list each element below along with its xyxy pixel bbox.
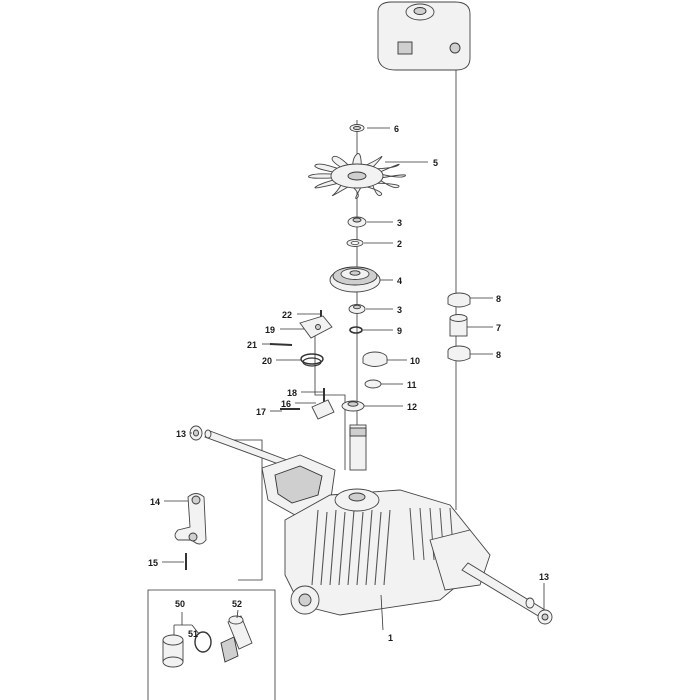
part-52-filter: [220, 615, 253, 663]
input-shaft: [349, 424, 367, 471]
part-51-o-ring: [194, 631, 212, 653]
part-13-seal-right: [537, 609, 553, 625]
callout-8-lower: 8: [496, 350, 501, 360]
fan-blade: [363, 183, 383, 196]
part-13-seal-left: [189, 425, 203, 441]
callout-52: 52: [232, 599, 242, 609]
inset-border: [147, 589, 276, 700]
fan-blade: [308, 173, 334, 179]
part-20-spring: [300, 353, 324, 367]
callout-11: 11: [407, 380, 417, 390]
callout-2: 2: [397, 239, 402, 249]
callout-16: 16: [281, 399, 291, 409]
callout-3-lower: 3: [397, 305, 402, 315]
part-4-pulley: [329, 266, 381, 293]
reservoir-tank: [377, 1, 471, 71]
callout-22: 22: [282, 310, 292, 320]
callout-18: 18: [287, 388, 297, 398]
callout-20: 20: [262, 356, 272, 366]
part-7-bushing: [449, 314, 468, 337]
housing-fin: [409, 507, 415, 561]
part-6-nut: [349, 124, 365, 132]
fan-blade: [363, 156, 383, 169]
fan-blade: [331, 183, 351, 197]
housing-fin: [338, 511, 346, 586]
part-2-washer: [346, 239, 364, 247]
pulley-guide-line: [314, 330, 346, 470]
housing-fin: [374, 511, 382, 586]
part-21-bolt: [269, 343, 293, 346]
part-10-cap: [362, 351, 388, 367]
housing-fin: [365, 509, 373, 586]
callout-10: 10: [410, 356, 420, 366]
fan-blade: [374, 163, 400, 173]
callout-17: 17: [256, 407, 266, 417]
housing-fin: [356, 511, 364, 586]
fan-blade: [374, 179, 400, 189]
part-3-hub-lower: [348, 304, 366, 314]
callout-19: 19: [265, 325, 275, 335]
shaft-guide-line: [232, 439, 263, 581]
fan-blade: [331, 155, 350, 169]
housing-fin: [311, 509, 319, 586]
fan-blade: [380, 173, 406, 179]
callout-15: 15: [148, 558, 158, 568]
fan-blade: [352, 153, 362, 166]
callout-4: 4: [397, 276, 402, 286]
fan-blade: [314, 163, 340, 173]
leader-lines: [162, 127, 545, 635]
part-11-seal: [364, 379, 382, 389]
part-3-hub-upper: [347, 216, 367, 228]
housing-fin: [383, 509, 391, 586]
callout-9: 9: [397, 326, 402, 336]
callout-12: 12: [407, 402, 417, 412]
part-9-snap-ring: [349, 326, 363, 334]
callout-labels: 1 2 3 3 4 5 6 7 8 8 9 10 11 12 13 13 14 …: [148, 124, 549, 643]
part-1-transaxle-housing: [261, 454, 491, 616]
part-14-control-arm: [174, 493, 207, 545]
callout-13-right: 13: [539, 572, 549, 582]
housing-fin: [320, 511, 328, 586]
housing-fin: [347, 509, 355, 586]
right-axle-shaft: [461, 562, 546, 618]
part-12-bearing: [341, 400, 365, 412]
callout-5: 5: [433, 158, 438, 168]
callout-21: 21: [247, 340, 257, 350]
part-5-fan: [308, 153, 406, 199]
callout-51: 51: [188, 629, 198, 639]
part-8-collar-lower: [447, 345, 471, 362]
housing-fin: [419, 507, 425, 561]
callout-1: 1: [388, 633, 393, 643]
fan-blade: [314, 179, 340, 189]
housing-fin: [329, 509, 337, 586]
part-50-filter-cap: [162, 634, 184, 668]
callout-7: 7: [496, 323, 501, 333]
callout-6: 6: [394, 124, 399, 134]
callout-14: 14: [150, 497, 160, 507]
part-8-collar-upper: [447, 292, 471, 308]
callout-3-upper: 3: [397, 218, 402, 228]
callout-13-left: 13: [176, 429, 186, 439]
part-19-bracket: [299, 315, 333, 339]
callout-8-upper: 8: [496, 294, 501, 304]
callout-50: 50: [175, 599, 185, 609]
part-16-lever: [311, 399, 335, 420]
fan-blade: [351, 186, 363, 199]
